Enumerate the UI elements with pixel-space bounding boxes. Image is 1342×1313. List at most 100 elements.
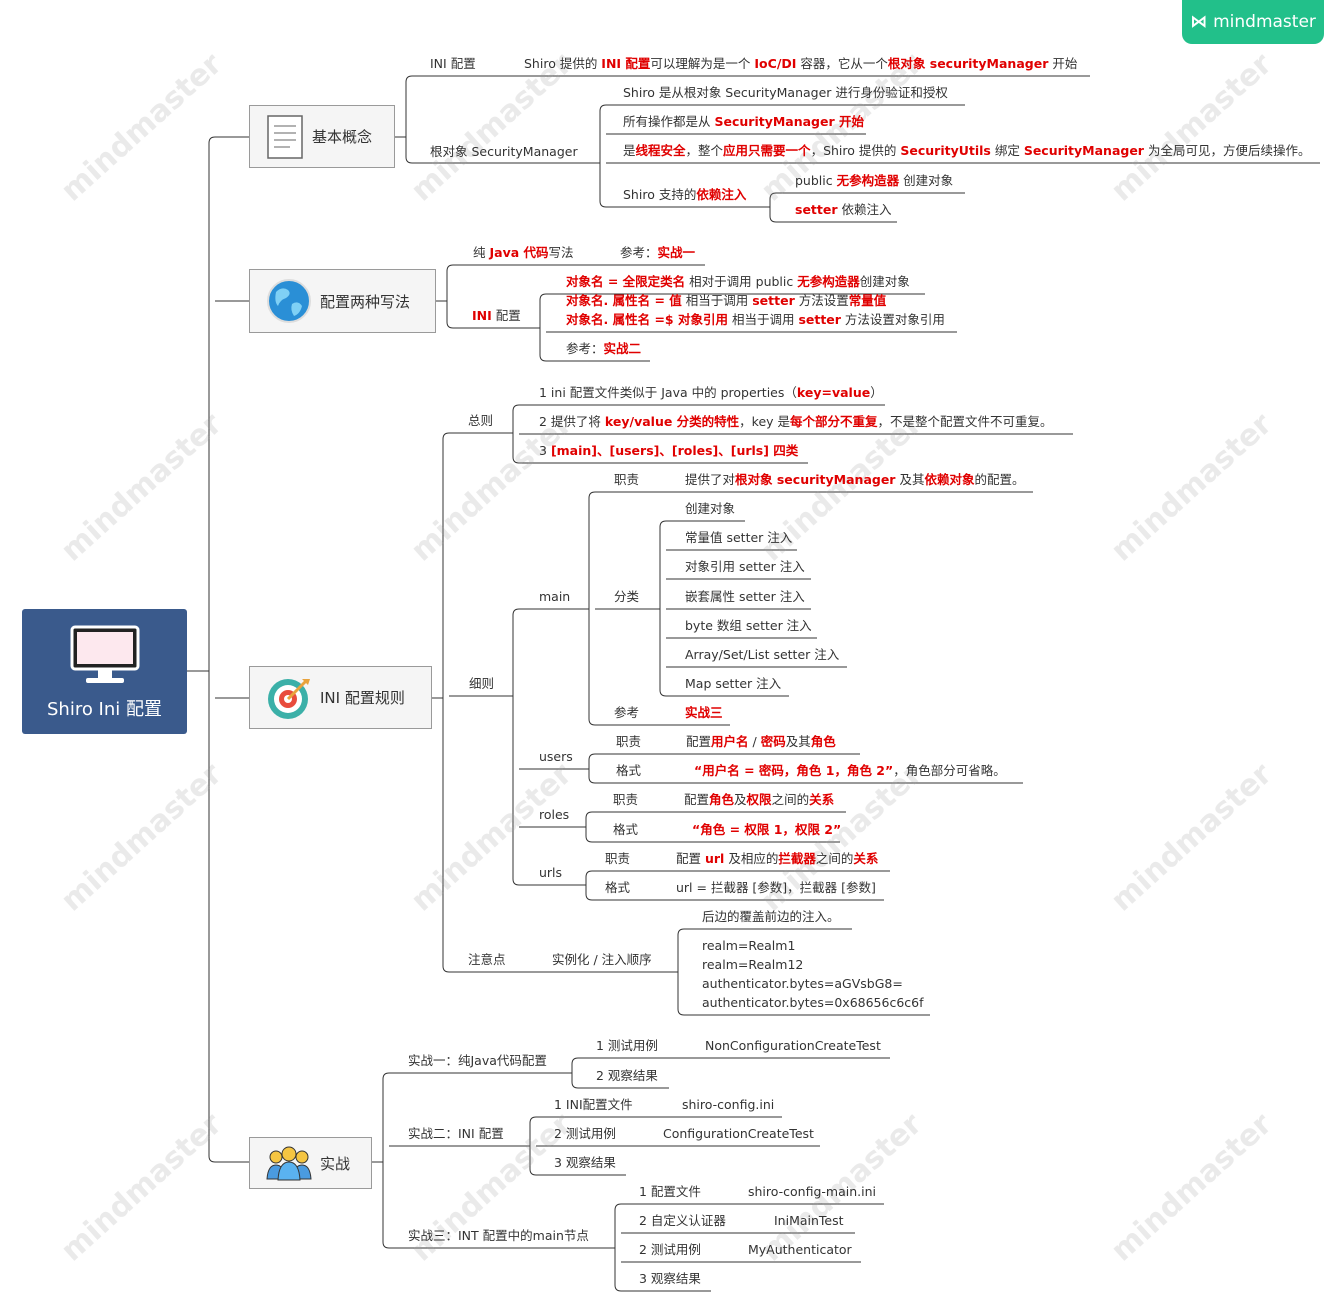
subtopic-p2c[interactable]: 3 观察结果: [554, 1155, 616, 1170]
subtopic-p3c[interactable]: 2 测试用例: [639, 1242, 701, 1257]
subtopic-c1[interactable]: 创建对象: [685, 501, 736, 516]
subtopic-ini-desc[interactable]: Shiro 提供的 INI 配置可以理解为是一个 IoC/DI 容器，它从一个根…: [524, 56, 1078, 71]
topic-ini-rules[interactable]: INI 配置规则: [249, 666, 432, 729]
subtopic-general[interactable]: 总则: [468, 413, 494, 428]
subtopic-sm4[interactable]: Shiro 支持的依赖注入: [623, 187, 747, 202]
topic-label: 实战: [320, 1154, 351, 1173]
subtopic-pure-ref[interactable]: 参考：实战一: [620, 245, 696, 260]
subtopic-u-fmt[interactable]: 格式: [616, 763, 642, 778]
subtopic-c6[interactable]: Array/Set/List setter 注入: [685, 647, 840, 662]
subtopic-p2[interactable]: 实战二：INI 配置: [408, 1126, 504, 1141]
subtopic-ini2a[interactable]: 对象名 = 全限定类名 相对于调用 public 无参构造器创建对象: [566, 274, 910, 289]
mindmaster-badge: ⋈ mindmaster: [1182, 0, 1324, 44]
subtopic-notes[interactable]: 注意点: [468, 952, 506, 967]
subtopic-users[interactable]: users: [539, 749, 573, 764]
subtopic-o2b[interactable]: realm=Realm12: [702, 957, 804, 972]
subtopic-r-fmt[interactable]: 格式: [613, 822, 639, 837]
topic-practice[interactable]: 实战: [249, 1137, 372, 1189]
subtopic-g3[interactable]: 3 [main]、[users]、[roles]、[urls] 四类: [539, 443, 799, 458]
subtopic-sm4a[interactable]: public 无参构造器 创建对象: [795, 173, 954, 188]
subtopic-c7[interactable]: Map setter 注入: [685, 676, 782, 691]
subtopic-r-duty[interactable]: 职责: [613, 792, 639, 807]
subtopic-ini2ref[interactable]: 参考：实战二: [566, 341, 642, 356]
brand-name: mindmaster: [1213, 12, 1316, 32]
connector-line: [442, 432, 450, 973]
subtopic-u-duty[interactable]: 职责: [616, 734, 642, 749]
subtopic-o2c[interactable]: authenticator.bytes=aGVsbG8=: [702, 976, 903, 991]
subtopic-url-fmt[interactable]: 格式: [605, 880, 631, 895]
connector-line: [585, 811, 593, 843]
subtopic-roles[interactable]: roles: [539, 807, 570, 822]
subtopic-p1[interactable]: 实战一：纯Java代码配置: [408, 1053, 547, 1068]
subtopic-m-ref-d[interactable]: 实战三: [685, 705, 723, 720]
subtopic-c5[interactable]: byte 数组 setter 注入: [685, 618, 812, 633]
subtopic-main[interactable]: main: [539, 589, 571, 604]
subtopic-url-duty[interactable]: 职责: [605, 851, 631, 866]
connector-line: [571, 1057, 579, 1089]
connector-line: [512, 404, 520, 464]
subtopic-p3d[interactable]: 3 观察结果: [639, 1271, 701, 1286]
subtopic-r-fmt-d[interactable]: “角色 = 权限 1，权限 2”: [692, 822, 842, 837]
subtopic-u-duty-d[interactable]: 配置用户名 / 密码及其角色: [686, 734, 836, 749]
subtopic-p1b[interactable]: 2 观察结果: [596, 1068, 658, 1083]
document-icon: [267, 114, 303, 159]
subtopic-p2b[interactable]: 2 测试用例: [554, 1126, 616, 1141]
subtopic-c3[interactable]: 对象引用 setter 注入: [685, 559, 805, 574]
subtopic-g1[interactable]: 1 ini 配置文件类似于 Java 中的 properties（key=val…: [539, 385, 883, 400]
subtopic-p1a[interactable]: 1 测试用例: [596, 1038, 658, 1053]
topic-two-ways[interactable]: 配置两种写法: [249, 269, 436, 333]
subtopic-p3b-v[interactable]: IniMainTest: [774, 1213, 844, 1228]
subtopic-pure-java[interactable]: 纯 Java 代码写法: [473, 245, 574, 260]
subtopic-url-duty-d[interactable]: 配置 url 及相应的拦截器之间的关系: [676, 851, 879, 866]
subtopic-ini2b[interactable]: 对象名. 属性名 = 值 相当于调用 setter 方法设置常量值: [566, 293, 887, 308]
subtopic-sm3[interactable]: 是线程安全，整个应用只需要一个，Shiro 提供的 SecurityUtils …: [623, 143, 1311, 158]
connector-line: [599, 104, 607, 208]
subtopic-m-cat[interactable]: 分类: [614, 589, 640, 604]
subtopic-g2[interactable]: 2 提供了将 key/value 分类的特性，key 是每个部分不重复，不是整个…: [539, 414, 1053, 429]
subtopic-u-fmt-d[interactable]: “用户名 = 密码，角色 1，角色 2”，角色部分可省略。: [694, 763, 1006, 778]
subtopic-p3a-v[interactable]: shiro-config-main.ini: [748, 1184, 876, 1199]
subtopic-ini2c[interactable]: 对象名. 属性名 =$ 对象引用 相当于调用 setter 方法设置对象引用: [566, 312, 945, 327]
subtopic-urls[interactable]: urls: [539, 865, 563, 880]
subtopic-o1[interactable]: 后边的覆盖前边的注入。: [702, 909, 840, 924]
mindmaster-logo-icon: ⋈: [1190, 12, 1208, 32]
subtopic-r-duty-d[interactable]: 配置角色及权限之间的关系: [684, 792, 835, 807]
subtopic-p2a[interactable]: 1 INI配置文件: [554, 1097, 633, 1112]
subtopic-ini-cfg[interactable]: INI 配置: [430, 56, 476, 71]
connector-line: [614, 1203, 622, 1292]
subtopic-root-sm[interactable]: 根对象 SecurityManager: [430, 144, 578, 159]
subtopic-p3[interactable]: 实战三：INT 配置中的main节点: [408, 1228, 589, 1243]
subtopic-o2d[interactable]: authenticator.bytes=0x68656c6c6f: [702, 995, 924, 1010]
topic-label: 配置两种写法: [320, 292, 411, 311]
root-topic[interactable]: Shiro Ini 配置: [22, 609, 187, 734]
subtopic-m-ref[interactable]: 参考: [614, 705, 640, 720]
people-icon: [266, 1146, 312, 1181]
subtopic-order[interactable]: 实例化 / 注入顺序: [552, 952, 652, 967]
subtopic-c2[interactable]: 常量值 setter 注入: [685, 530, 793, 545]
subtopic-detail[interactable]: 细则: [469, 676, 495, 691]
subtopic-sm1[interactable]: Shiro 是从根对象 SecurityManager 进行身份验证和授权: [623, 85, 948, 100]
subtopic-p3b[interactable]: 2 自定义认证器: [639, 1213, 726, 1228]
subtopic-m-duty-d[interactable]: 提供了对根对象 securityManager 及其依赖对象的配置。: [685, 472, 1025, 487]
subtopic-p3c-v[interactable]: MyAuthenticator: [748, 1242, 852, 1257]
subtopic-c4[interactable]: 嵌套属性 setter 注入: [685, 589, 805, 604]
subtopic-p2a-v[interactable]: shiro-config.ini: [682, 1097, 775, 1112]
subtopic-p3a[interactable]: 1 配置文件: [639, 1184, 701, 1199]
globe-icon: [267, 279, 311, 323]
connector-line: [539, 293, 547, 362]
subtopic-m-duty[interactable]: 职责: [614, 472, 640, 487]
topic-label: INI 配置规则: [320, 689, 405, 707]
subtopic-p2b-v[interactable]: ConfigurationCreateTest: [663, 1126, 814, 1141]
root-label: Shiro Ini 配置: [46, 699, 162, 720]
subtopic-p1a-v[interactable]: NonConfigurationCreateTest: [705, 1038, 881, 1053]
subtopic-sm2[interactable]: 所有操作都是从 SecurityManager 开始: [623, 114, 864, 129]
subtopic-url-fmt-d[interactable]: url = 拦截器 [参数]，拦截器 [参数]: [676, 880, 876, 895]
topic-basic-concept[interactable]: 基本概念: [249, 105, 395, 168]
subtopic-o2a[interactable]: realm=Realm1: [702, 938, 796, 953]
connector-line: [208, 136, 216, 1163]
target-icon: [268, 678, 310, 719]
subtopic-sm4b[interactable]: setter 依赖注入: [795, 202, 892, 217]
subtopic-ini2[interactable]: INI 配置: [472, 308, 521, 323]
connector-line: [529, 1116, 537, 1176]
